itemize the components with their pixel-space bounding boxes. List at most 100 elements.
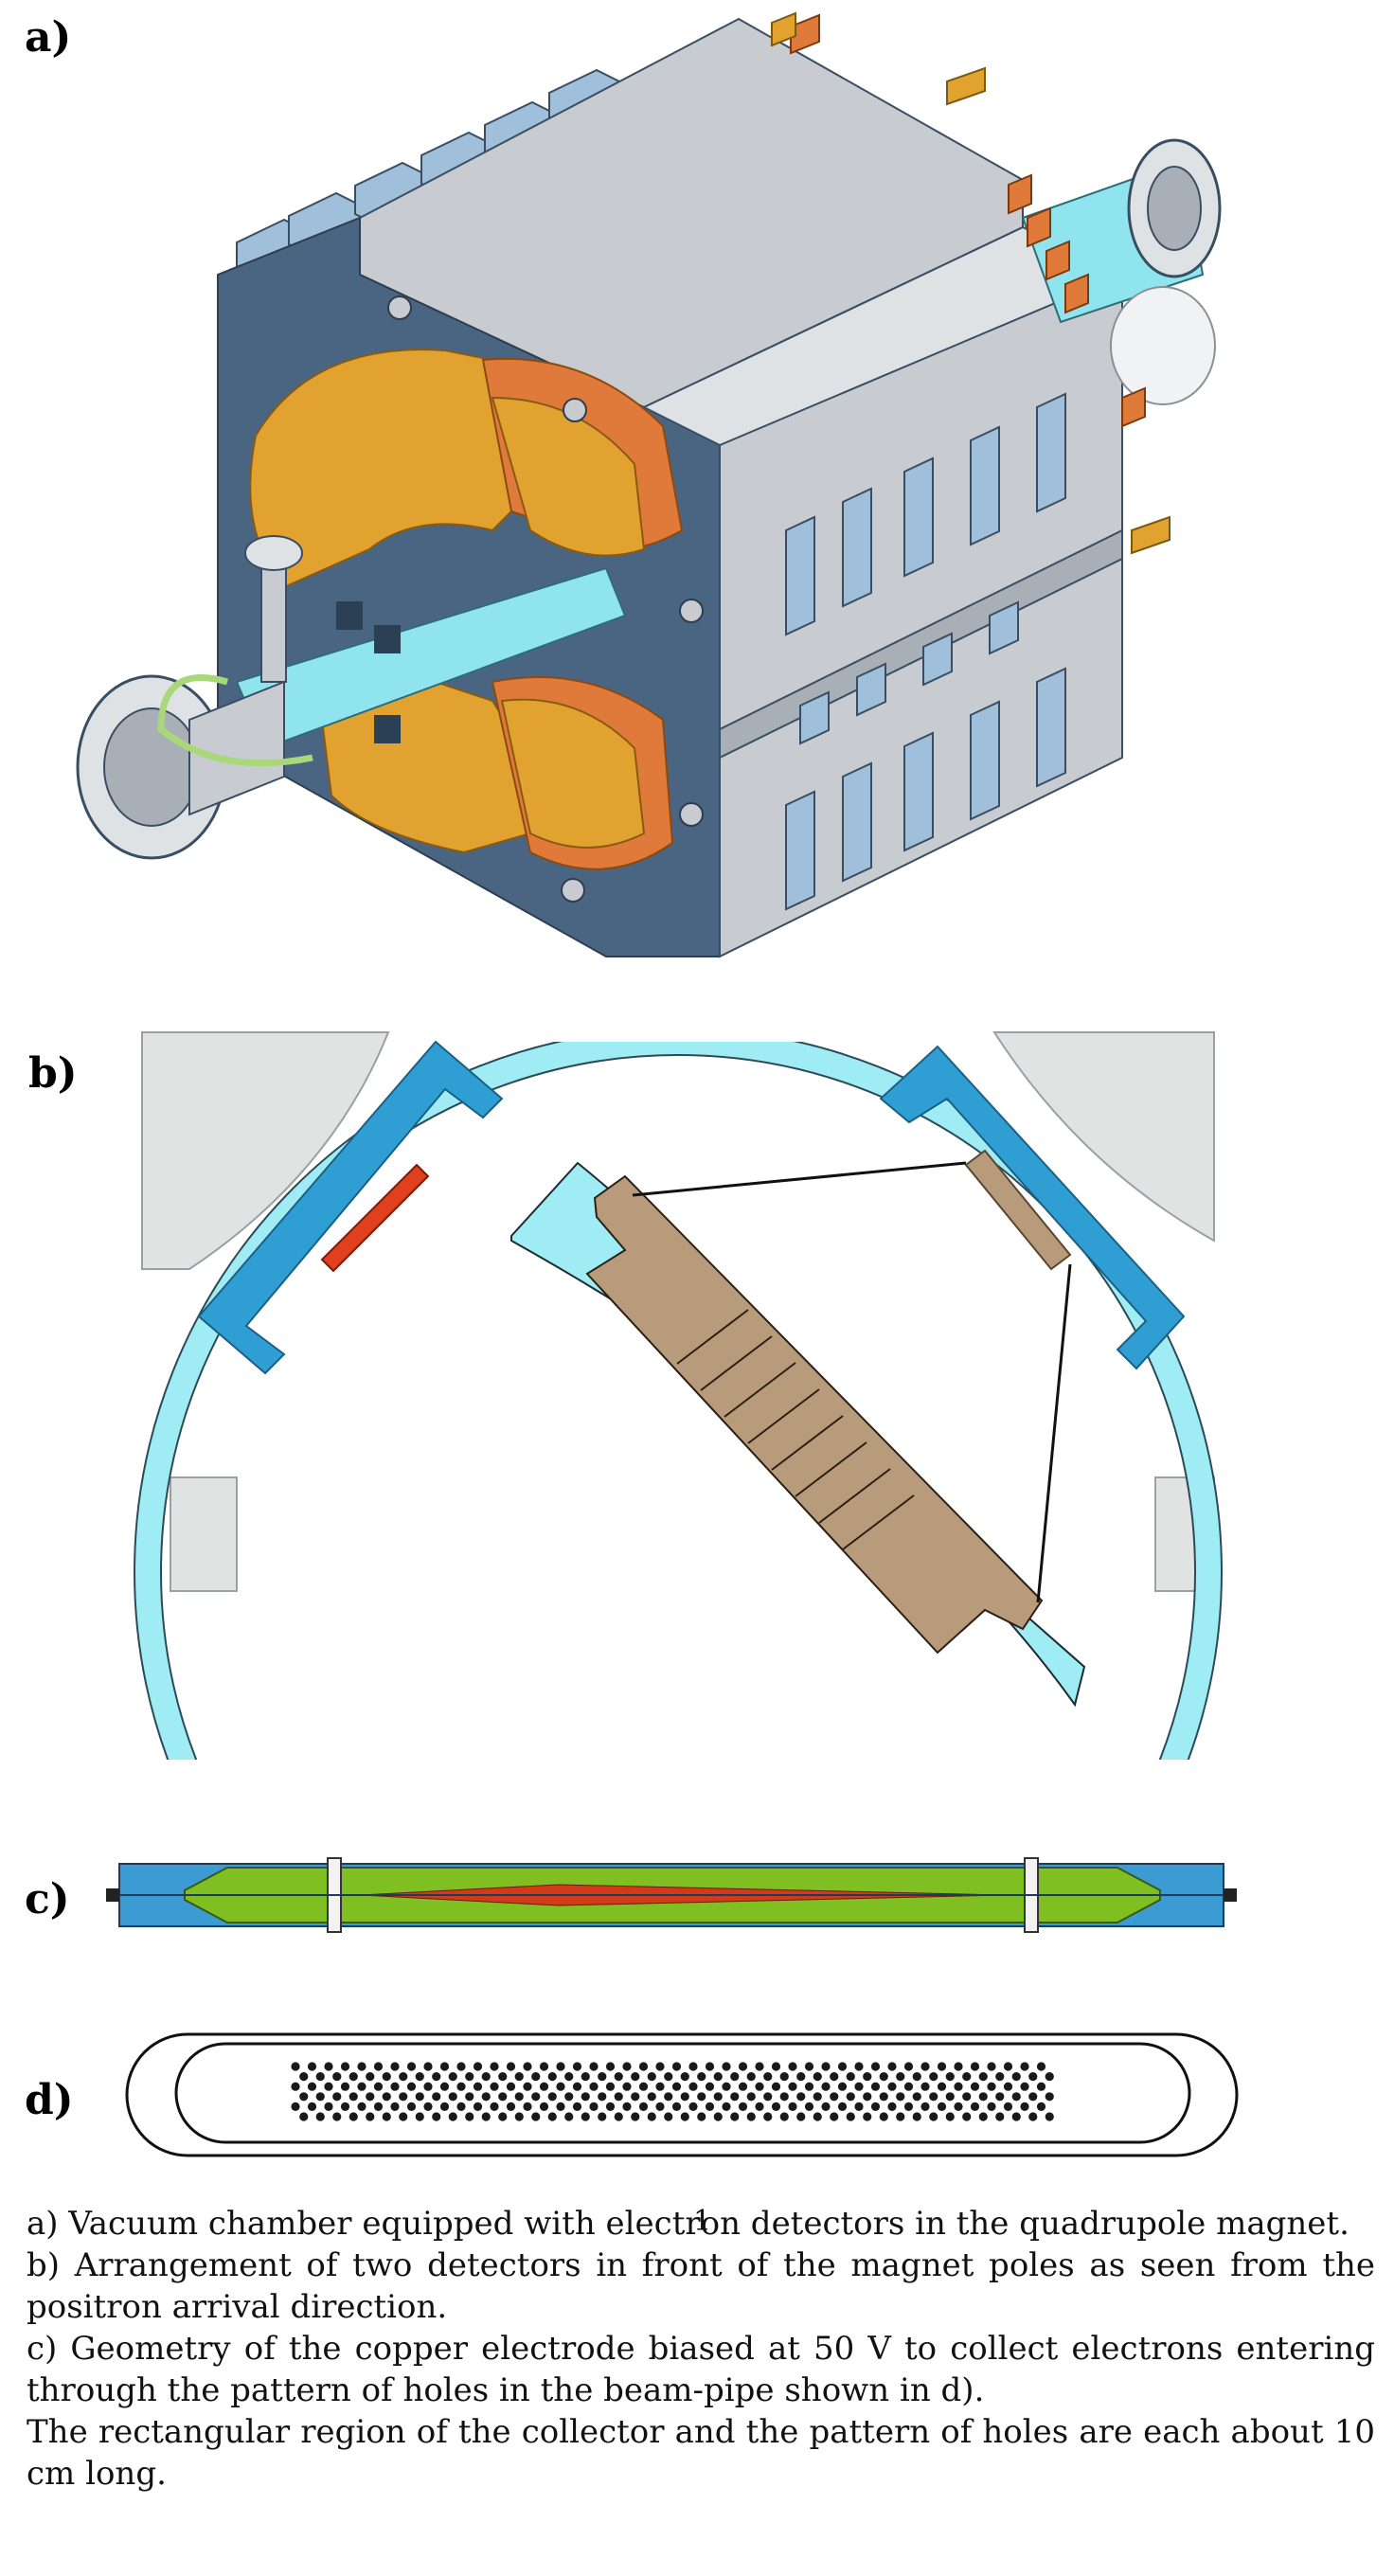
hole	[605, 2082, 616, 2091]
hole	[357, 2102, 366, 2111]
hole	[589, 2102, 599, 2111]
detector-housing-right	[879, 1045, 1186, 1370]
hole	[896, 2112, 905, 2121]
hole	[357, 2062, 366, 2071]
hole	[1011, 2112, 1021, 2121]
hole	[432, 2072, 441, 2082]
hole	[912, 2092, 921, 2102]
hole	[1011, 2072, 1021, 2082]
hole	[730, 2072, 740, 2082]
hole	[390, 2082, 400, 2091]
panel-label-a: a)	[25, 13, 72, 62]
hole	[473, 2082, 483, 2091]
hole	[920, 2062, 930, 2071]
hole	[945, 2072, 955, 2082]
hole	[929, 2112, 938, 2121]
hole	[332, 2112, 342, 2121]
hole	[531, 2092, 541, 2102]
zoom-line-bottom	[1036, 1263, 1072, 1603]
hole	[771, 2102, 781, 2111]
hole	[796, 2072, 806, 2082]
hole	[647, 2112, 656, 2121]
hole	[705, 2102, 715, 2111]
hole	[664, 2092, 673, 2102]
hole	[978, 2072, 988, 2082]
hole	[399, 2112, 408, 2121]
hole	[1028, 2112, 1038, 2121]
hole	[671, 2082, 682, 2091]
hole	[705, 2062, 715, 2071]
hole	[995, 2092, 1005, 2102]
hole	[804, 2102, 814, 2111]
hole	[746, 2072, 756, 2082]
hole	[830, 2072, 839, 2082]
hole	[291, 2082, 300, 2091]
hole	[465, 2092, 474, 2102]
hole	[539, 2082, 549, 2091]
hole	[771, 2062, 781, 2071]
hole	[465, 2072, 474, 2082]
hole	[746, 2112, 756, 2121]
hole	[589, 2062, 599, 2071]
hole	[821, 2082, 831, 2091]
hole	[830, 2112, 839, 2121]
hole	[846, 2072, 855, 2082]
hole	[1036, 2082, 1046, 2091]
hole	[962, 2072, 972, 2082]
hole	[1020, 2102, 1029, 2111]
hole	[912, 2112, 921, 2121]
hole	[705, 2082, 715, 2091]
hole	[813, 2092, 822, 2102]
hole	[1045, 2092, 1054, 2102]
hole	[539, 2102, 549, 2111]
hole	[688, 2082, 698, 2091]
hole	[870, 2102, 881, 2111]
hole	[896, 2072, 905, 2082]
hole	[382, 2112, 391, 2121]
detector-housing-left	[197, 1040, 504, 1375]
hole	[937, 2102, 947, 2111]
hole	[896, 2092, 905, 2102]
caption-line-d: The rectangular region of the collector …	[27, 2413, 1375, 2493]
hole	[622, 2102, 632, 2111]
hole	[738, 2062, 748, 2071]
hole	[697, 2072, 706, 2082]
hole	[937, 2062, 947, 2071]
hole	[415, 2092, 424, 2102]
hole	[473, 2102, 483, 2111]
hole	[631, 2072, 640, 2082]
hole	[348, 2112, 358, 2121]
hole	[514, 2092, 524, 2102]
hole	[423, 2082, 433, 2091]
hole	[879, 2112, 888, 2121]
hole	[813, 2072, 822, 2082]
hole	[903, 2102, 914, 2111]
panel-label-d: d)	[25, 2076, 74, 2124]
hole	[1003, 2082, 1013, 2091]
figure-canvas	[76, 11, 1239, 2157]
zoom-collector	[585, 1174, 1044, 1655]
hole	[581, 2112, 590, 2121]
hole	[556, 2102, 565, 2111]
hole	[531, 2072, 541, 2082]
hole	[664, 2072, 673, 2082]
hole	[324, 2102, 333, 2111]
hole	[796, 2112, 806, 2121]
hole	[722, 2102, 731, 2111]
hole	[564, 2092, 574, 2102]
hole	[796, 2092, 806, 2102]
hole	[813, 2112, 822, 2121]
hole	[390, 2062, 400, 2071]
hole	[722, 2062, 731, 2071]
collector-left	[320, 1163, 430, 1273]
hole	[581, 2072, 590, 2082]
hole	[846, 2092, 855, 2102]
hole	[1020, 2062, 1029, 2071]
hole	[399, 2072, 408, 2082]
hole	[680, 2092, 689, 2102]
hole	[307, 2082, 317, 2091]
hole	[481, 2072, 491, 2082]
hole	[506, 2062, 516, 2071]
hole	[432, 2092, 441, 2102]
hole	[366, 2112, 375, 2121]
